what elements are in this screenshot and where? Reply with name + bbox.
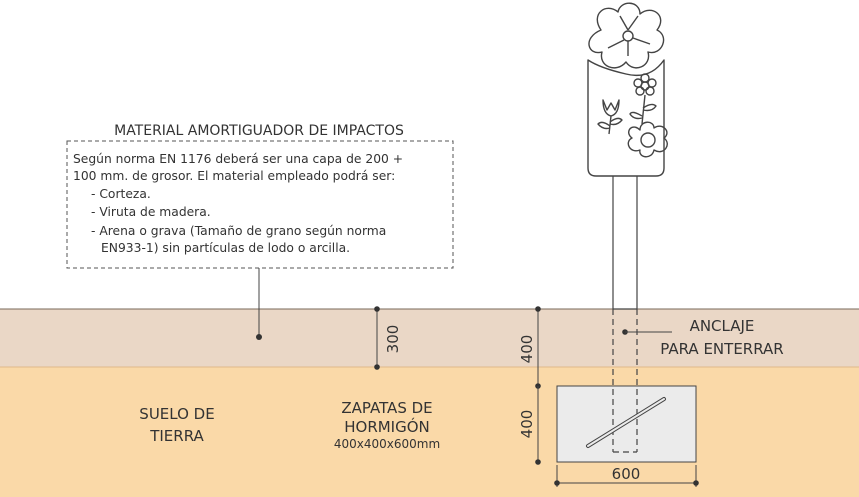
anchor-label-line1: ANCLAJE — [690, 317, 755, 335]
note-item-4: EN933-1) sin partículas de lodo o arcill… — [101, 241, 350, 255]
anchor-dashed — [612, 309, 638, 453]
soil-label-line2: TIERRA — [149, 427, 204, 445]
note-line-2: 100 mm. de grosor. El material empleado … — [73, 169, 395, 183]
note-title: MATERIAL AMORTIGUADOR DE IMPACTOS — [114, 123, 404, 139]
note-leader-dot — [256, 334, 262, 340]
note-line-1: Según norma EN 1176 deberá ser una capa … — [73, 152, 403, 166]
dim-footing-width: 600 — [612, 465, 641, 483]
note-item-2: - Viruta de madera. — [91, 205, 211, 219]
decorative-panel — [587, 2, 668, 177]
impact-material-note-box — [66, 140, 454, 269]
dim-impact-layer: 300 — [384, 325, 402, 354]
footing-label-line2: HORMIGÓN — [344, 417, 430, 436]
dim-footing-height: 400 — [518, 410, 536, 439]
footing-label-line1: ZAPATAS DE — [341, 399, 432, 417]
impact-absorbing-layer — [0, 309, 859, 367]
soil-label-line1: SUELO DE — [139, 405, 214, 423]
note-item-1: - Corteza. — [91, 187, 151, 201]
soil-layer — [0, 367, 859, 497]
post — [612, 176, 638, 310]
anchor-label-line2: PARA ENTERRAR — [660, 340, 783, 358]
dim-burial-depth: 400 — [518, 335, 536, 364]
footing-size-label: 400x400x600mm — [334, 437, 440, 451]
note-item-3: - Arena o grava (Tamaño de grano según n… — [91, 224, 386, 238]
